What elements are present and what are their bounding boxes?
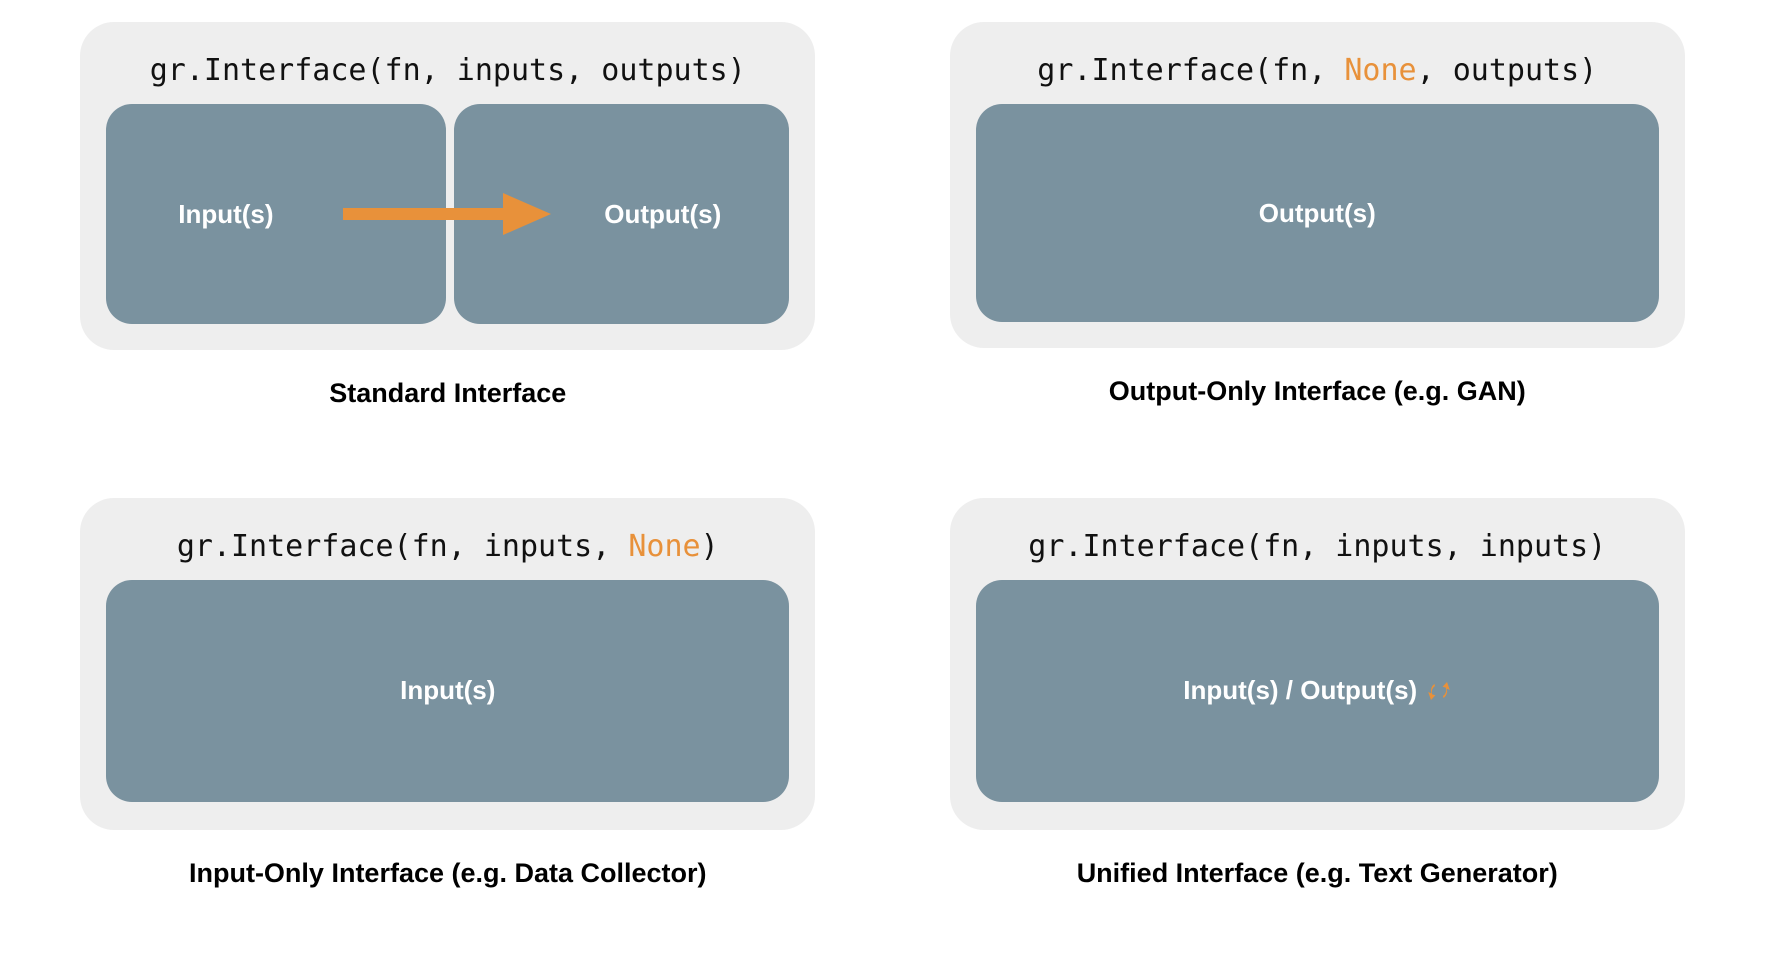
signature-unified-text: gr.Interface(fn, inputs, inputs) bbox=[1028, 528, 1607, 564]
signature-output-only-none-arg: None bbox=[1344, 53, 1417, 88]
signature-output-only-suffix: , outputs) bbox=[1416, 53, 1598, 88]
caption-standard-interface: Standard Interface bbox=[329, 378, 567, 408]
signature-input-only-suffix: ) bbox=[700, 528, 719, 564]
circular-arrows-icon bbox=[1428, 681, 1451, 700]
card-input-only-interface: gr.Interface(fn, inputs, None) Input(s) bbox=[80, 497, 816, 830]
signature-standard-text: gr.Interface(fn, inputs, outputs) bbox=[149, 53, 746, 88]
io-box-inputs-label: Input(s) bbox=[178, 198, 274, 229]
boxes-row-unified: Input(s) / Output(s) bbox=[975, 579, 1659, 802]
io-box-unified-io-label-wrap: Input(s) / Output(s) bbox=[1183, 675, 1451, 706]
io-box-outputs: Output(s) bbox=[453, 104, 790, 324]
caption-input-only-interface: Input-Only Interface (e.g. Data Collecto… bbox=[188, 857, 707, 888]
signature-input-only-none-arg: None bbox=[628, 528, 701, 564]
caption-output-only-interface: Output-Only Interface (e.g. GAN) bbox=[1108, 376, 1526, 406]
card-standard-interface: gr.Interface(fn, inputs, outputs) Input(… bbox=[80, 22, 816, 350]
panel-output-only-interface: gr.Interface(fn, None, outputs) Output(s… bbox=[888, 22, 1748, 494]
card-unified-interface: gr.Interface(fn, inputs, inputs) Input(s… bbox=[949, 497, 1685, 830]
io-box-unified-io: Input(s) / Output(s) bbox=[975, 579, 1659, 802]
panel-standard-interface: gr.Interface(fn, inputs, outputs) Input(… bbox=[18, 22, 878, 494]
signature-unified: gr.Interface(fn, inputs, inputs) bbox=[1028, 528, 1607, 564]
signature-standard: gr.Interface(fn, inputs, outputs) bbox=[150, 56, 746, 86]
caption-unified-interface: Unified Interface (e.g. Text Generator) bbox=[1076, 857, 1558, 888]
boxes-row-standard: Input(s) Output(s) bbox=[106, 104, 790, 324]
io-box-outputs-label: Output(s) bbox=[604, 198, 722, 229]
io-box-inputs-only-label: Input(s) bbox=[400, 675, 496, 705]
io-box-inputs: Input(s) bbox=[106, 104, 446, 324]
io-box-outputs-only-label: Output(s) bbox=[1258, 197, 1376, 228]
signature-output-only: gr.Interface(fn, None, outputs) bbox=[1037, 56, 1597, 86]
signature-input-only: gr.Interface(fn, inputs, None) bbox=[176, 528, 719, 564]
signature-input-only-prefix: gr.Interface(fn, inputs, bbox=[176, 528, 629, 564]
signature-output-only-prefix: gr.Interface(fn, bbox=[1037, 53, 1345, 88]
panel-unified-interface: gr.Interface(fn, inputs, inputs) Input(s… bbox=[888, 497, 1748, 970]
boxes-row-output-only: Output(s) bbox=[975, 104, 1659, 322]
boxes-row-input-only: Input(s) bbox=[106, 579, 790, 802]
io-box-inputs-only: Input(s) bbox=[106, 579, 790, 802]
io-box-outputs-only: Output(s) bbox=[975, 104, 1659, 322]
io-box-unified-io-label: Input(s) / Output(s) bbox=[1183, 675, 1418, 705]
panel-input-only-interface: gr.Interface(fn, inputs, None) Input(s) … bbox=[18, 497, 878, 970]
card-output-only-interface: gr.Interface(fn, None, outputs) Output(s… bbox=[949, 22, 1685, 348]
